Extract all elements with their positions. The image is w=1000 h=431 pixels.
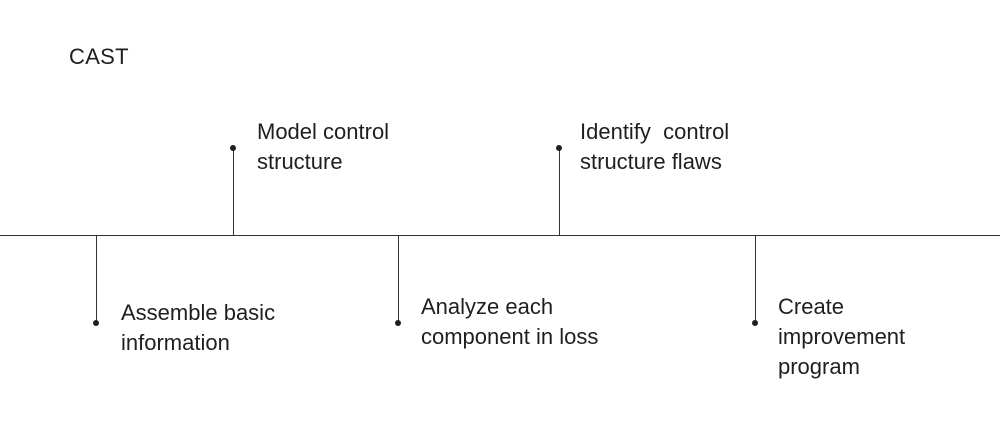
step-4-connector <box>559 148 560 235</box>
step-5-line-3: program <box>778 354 860 379</box>
step-5-line-1: Create <box>778 294 845 319</box>
step-3-line-1: Analyze each <box>421 294 554 319</box>
step-2-line-1: Model control <box>257 119 390 144</box>
step-3-marker <box>395 320 401 326</box>
step-1-line-1: Assemble basic <box>121 300 276 325</box>
step-5-marker <box>752 320 758 326</box>
timeline-axis <box>0 235 1000 236</box>
step-1-connector <box>96 235 97 323</box>
step-2-label: Model control structure <box>257 117 389 177</box>
step-3-label: Analyze each component in loss <box>421 292 598 352</box>
step-2-marker <box>230 145 236 151</box>
step-2-connector <box>233 148 234 235</box>
step-4-line-2: structure flaws <box>580 149 722 174</box>
step-2-line-2: structure <box>257 149 343 174</box>
step-1-line-2: information <box>121 330 230 355</box>
step-1-marker <box>93 320 99 326</box>
step-5-label: Create improvement program <box>778 292 905 382</box>
step-1-label: Assemble basic information <box>121 298 275 358</box>
step-4-line-1: Identify control <box>580 119 730 144</box>
step-4-marker <box>556 145 562 151</box>
diagram-title: CAST <box>69 44 129 69</box>
step-3-line-2: component in loss <box>421 324 599 349</box>
step-5-connector <box>755 235 756 323</box>
step-4-label: Identify control structure flaws <box>580 117 729 177</box>
step-3-connector <box>398 235 399 323</box>
step-5-line-2: improvement <box>778 324 906 349</box>
